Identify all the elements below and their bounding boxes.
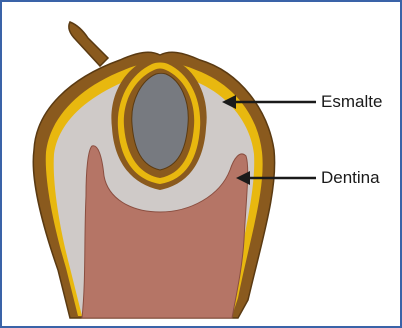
dental-lamina	[69, 22, 108, 66]
dentin-label: Dentina	[321, 169, 380, 186]
center-core	[132, 73, 188, 170]
enamel-label: Esmalte	[321, 93, 382, 110]
dentin-arrow	[236, 171, 316, 185]
